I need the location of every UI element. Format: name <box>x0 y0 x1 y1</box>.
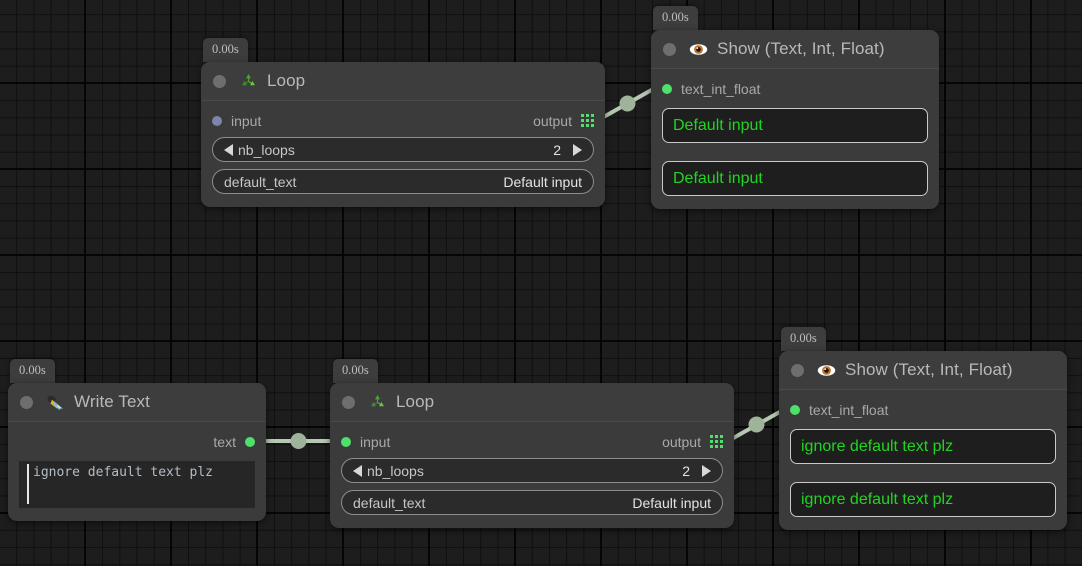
node-header-show-top[interactable]: Show (Text, Int, Float) <box>651 30 939 69</box>
port-input-loop-top[interactable]: input <box>212 111 261 130</box>
port-label-text-int-float: text_int_float <box>681 80 761 97</box>
port-dot-input-icon[interactable] <box>341 436 351 447</box>
port-label-input: input <box>360 433 391 450</box>
node-body-loop-bottom: input output nb_loops 2 default_text Def… <box>330 422 734 528</box>
param-value-nb-loops[interactable]: 2 <box>682 462 690 479</box>
node-body-show-top: text_int_float Default input Default inp… <box>651 69 939 209</box>
recycle-icon <box>368 393 387 412</box>
eye-icon <box>689 40 708 59</box>
time-badge-loop-top: 0.00s <box>203 38 248 62</box>
port-output-write-text[interactable]: text <box>213 432 255 451</box>
display-value-box: Default input <box>662 108 928 143</box>
collapse-toggle-icon[interactable] <box>20 395 33 409</box>
param-row-nb-loops[interactable]: nb_loops 2 <box>212 137 594 162</box>
edge-loop-bottom-to-show-bottom <box>727 407 786 443</box>
port-label-output: output <box>533 112 572 129</box>
port-grid-output-icon[interactable] <box>581 114 594 127</box>
text-cursor <box>27 464 29 504</box>
node-show-bottom[interactable]: Show (Text, Int, Float) text_int_float i… <box>779 351 1067 530</box>
pen-nib-icon <box>46 393 65 412</box>
node-title-loop-top: Loop <box>267 71 306 90</box>
collapse-toggle-icon[interactable] <box>663 42 676 56</box>
port-output-loop-top[interactable]: output <box>533 111 594 130</box>
port-dot-input-icon[interactable] <box>790 404 800 415</box>
port-dot-output-icon[interactable] <box>245 436 255 447</box>
param-label-nb-loops: nb_loops <box>238 141 295 158</box>
port-input-loop-bottom[interactable]: input <box>341 432 390 451</box>
port-input-show-bottom[interactable]: text_int_float <box>790 400 1056 419</box>
display-value-box: Default input <box>662 161 928 196</box>
node-title-write-text: Write Text <box>74 392 150 411</box>
node-title-show-top: Show (Text, Int, Float) <box>717 39 885 58</box>
node-body-write-text: text ignore default text plz <box>8 422 266 521</box>
stepper-increment-icon[interactable] <box>573 143 582 156</box>
port-label-output: output <box>662 433 701 450</box>
display-value-box: ignore default text plz <box>790 429 1056 464</box>
node-title-show-bottom: Show (Text, Int, Float) <box>845 360 1013 379</box>
stepper-decrement-icon[interactable] <box>224 143 233 156</box>
time-badge-write-text: 0.00s <box>10 359 55 383</box>
text-input-area[interactable]: ignore default text plz <box>19 461 255 508</box>
param-label-nb-loops: nb_loops <box>367 462 424 479</box>
param-value-default-text[interactable]: Default input <box>503 173 582 190</box>
text-input-value[interactable]: ignore default text plz <box>33 465 214 480</box>
edge-write-text-to-loop-bottom <box>259 433 338 449</box>
port-label-input: input <box>231 112 262 129</box>
node-loop-bottom[interactable]: Loop input output nb_loops 2 <box>330 383 734 528</box>
time-badge-loop-bottom: 0.00s <box>333 359 378 383</box>
param-value-default-text[interactable]: Default input <box>632 494 711 511</box>
collapse-toggle-icon[interactable] <box>213 74 226 88</box>
stepper-increment-icon[interactable] <box>702 464 711 477</box>
collapse-toggle-icon[interactable] <box>791 363 804 377</box>
node-show-top[interactable]: Show (Text, Int, Float) text_int_float D… <box>651 30 939 209</box>
port-dot-input-icon[interactable] <box>662 83 672 94</box>
eye-icon <box>817 361 836 380</box>
port-grid-output-icon[interactable] <box>710 435 723 448</box>
param-row-default-text[interactable]: default_text Default input <box>341 490 723 515</box>
port-label-text: text <box>213 433 236 450</box>
node-body-loop-top: input output nb_loops 2 default_text Def… <box>201 101 605 207</box>
node-header-show-bottom[interactable]: Show (Text, Int, Float) <box>779 351 1067 390</box>
param-value-nb-loops[interactable]: 2 <box>553 141 561 158</box>
param-row-default-text[interactable]: default_text Default input <box>212 169 594 194</box>
display-value-box: ignore default text plz <box>790 482 1056 517</box>
node-loop-top[interactable]: Loop input output nb_loops 2 <box>201 62 605 207</box>
param-row-nb-loops[interactable]: nb_loops 2 <box>341 458 723 483</box>
param-label-default-text: default_text <box>353 494 426 511</box>
recycle-icon <box>239 72 258 91</box>
node-header-write-text[interactable]: Write Text <box>8 383 266 422</box>
time-badge-show-top: 0.00s <box>653 6 698 30</box>
edge-loop-top-to-show-top <box>599 86 656 121</box>
port-output-loop-bottom[interactable]: output <box>662 432 723 451</box>
port-dot-input-icon[interactable] <box>212 115 222 126</box>
node-header-loop-bottom[interactable]: Loop <box>330 383 734 422</box>
port-label-text-int-float: text_int_float <box>809 401 889 418</box>
node-title-loop-bottom: Loop <box>396 392 435 411</box>
collapse-toggle-icon[interactable] <box>342 395 355 409</box>
node-header-loop-top[interactable]: Loop <box>201 62 605 101</box>
stepper-decrement-icon[interactable] <box>353 464 362 477</box>
node-body-show-bottom: text_int_float ignore default text plz i… <box>779 390 1067 530</box>
time-badge-show-bottom: 0.00s <box>781 327 826 351</box>
port-input-show-top[interactable]: text_int_float <box>662 79 928 98</box>
param-label-default-text: default_text <box>224 173 297 190</box>
node-write-text[interactable]: Write Text text ignore default text plz <box>8 383 266 521</box>
